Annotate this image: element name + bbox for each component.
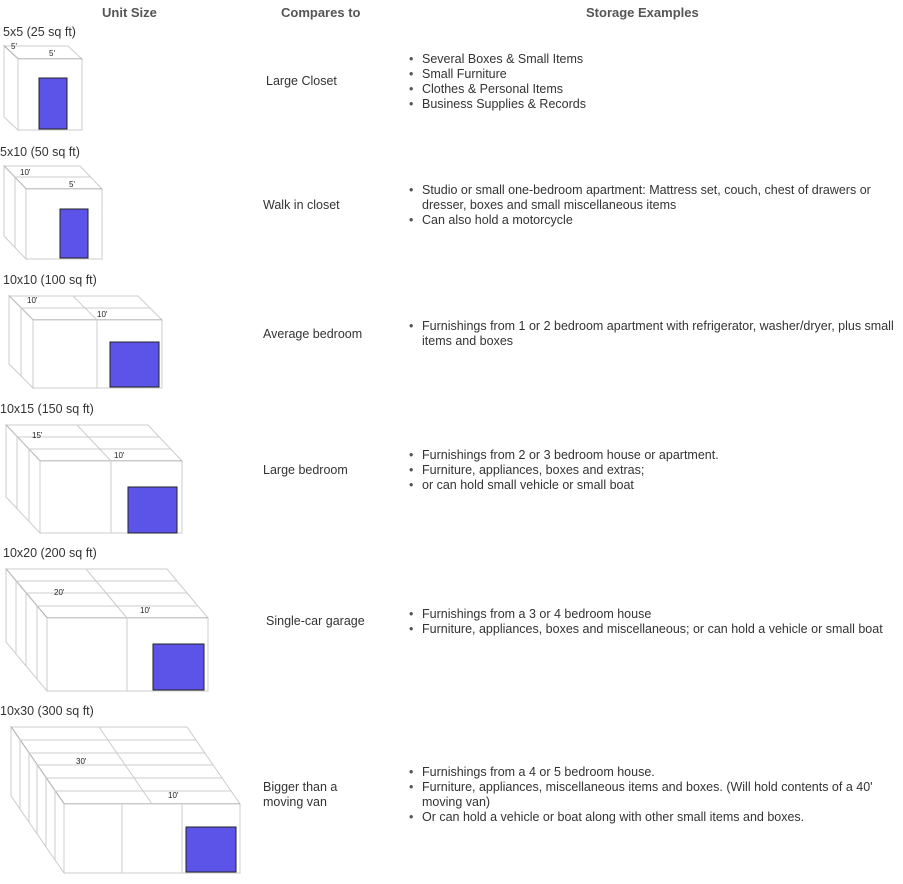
examples-5x10: Studio or small one-bedroom apartment: M… bbox=[408, 183, 898, 228]
unit-roof-divider bbox=[98, 726, 153, 805]
unit-label-10x20: 10x20 (200 sq ft) bbox=[3, 546, 97, 560]
width-label: 10' bbox=[140, 606, 151, 615]
example-item: Clothes & Personal Items bbox=[408, 82, 586, 97]
unit-roof-divider bbox=[85, 568, 128, 619]
examples-10x30: Furnishings from a 4 or 5 bedroom house.… bbox=[408, 765, 898, 825]
example-item: Furniture, appliances, boxes and extras; bbox=[408, 463, 898, 478]
width-label: 10' bbox=[168, 791, 179, 800]
unit-diagram-10x15: 15' 10' bbox=[4, 423, 184, 535]
compares-10x15: Large bedroom bbox=[263, 463, 348, 477]
unit-diagram-10x10: 10' 10' bbox=[7, 294, 164, 390]
unit-diagram-10x30: 30' 10' bbox=[10, 725, 241, 875]
compares-10x20: Single-car garage bbox=[266, 614, 365, 628]
depth-label: 30' bbox=[76, 757, 87, 766]
unit-label-10x30: 10x30 (300 sq ft) bbox=[0, 704, 94, 718]
width-label: 10' bbox=[97, 310, 108, 319]
example-item: Furnishings from a 3 or 4 bedroom house bbox=[408, 607, 903, 622]
depth-label: 10' bbox=[20, 168, 31, 177]
example-item: Furniture, appliances, boxes and miscell… bbox=[408, 622, 903, 637]
example-item: or can hold small vehicle or small boat bbox=[408, 478, 898, 493]
width-label: 5' bbox=[49, 49, 55, 58]
unit-door bbox=[59, 208, 89, 259]
unit-diagram-10x20: 20' 10' bbox=[4, 567, 210, 693]
unit-side-wall bbox=[3, 44, 19, 132]
example-item: Furnishings from a 4 or 5 bedroom house. bbox=[408, 765, 898, 780]
header-storage-examples: Storage Examples bbox=[586, 5, 699, 20]
compares-10x30: Bigger than a moving van bbox=[263, 780, 338, 809]
unit-label-10x15: 10x15 (150 sq ft) bbox=[0, 402, 94, 416]
unit-label-5x10: 5x10 (50 sq ft) bbox=[0, 145, 80, 159]
unit-door bbox=[127, 486, 178, 534]
example-item: Furniture, appliances, miscellaneous ite… bbox=[408, 780, 898, 810]
example-item: Furnishings from 1 or 2 bedroom apartmen… bbox=[408, 319, 898, 349]
unit-door bbox=[152, 643, 205, 691]
unit-label-10x10: 10x10 (100 sq ft) bbox=[3, 273, 97, 287]
depth-label: 5' bbox=[11, 42, 17, 51]
compares-10x10: Average bedroom bbox=[263, 327, 363, 341]
examples-10x20: Furnishings from a 3 or 4 bedroom house … bbox=[408, 607, 903, 637]
header-compares-to: Compares to bbox=[281, 5, 361, 20]
unit-roof-divider bbox=[72, 295, 98, 321]
examples-5x5: Several Boxes & Small Items Small Furnit… bbox=[408, 52, 586, 112]
depth-label: 10' bbox=[27, 296, 38, 305]
depth-label: 20' bbox=[54, 588, 65, 597]
unit-door bbox=[109, 341, 160, 388]
width-label: 5' bbox=[69, 180, 75, 189]
examples-10x15: Furnishings from 2 or 3 bedroom house or… bbox=[408, 448, 898, 493]
depth-label: 15' bbox=[32, 431, 43, 440]
example-item: Several Boxes & Small Items bbox=[408, 52, 586, 67]
example-item: Can also hold a motorcycle bbox=[408, 213, 898, 228]
unit-diagram-5x10: 10' 5' bbox=[2, 164, 104, 261]
header-unit-size: Unit Size bbox=[102, 5, 157, 20]
examples-10x10: Furnishings from 1 or 2 bedroom apartmen… bbox=[408, 319, 898, 349]
example-item: Small Furniture bbox=[408, 67, 586, 82]
example-item: Studio or small one-bedroom apartment: M… bbox=[408, 183, 898, 213]
unit-door bbox=[38, 77, 68, 130]
unit-door bbox=[185, 826, 237, 873]
example-item: Furnishings from 2 or 3 bedroom house or… bbox=[408, 448, 898, 463]
compares-5x10: Walk in closet bbox=[263, 198, 340, 212]
compares-5x5: Large Closet bbox=[266, 74, 337, 88]
unit-diagram-5x5: 5' 5' bbox=[2, 42, 84, 132]
unit-roof-divider bbox=[76, 424, 112, 462]
example-item: Or can hold a vehicle or boat along with… bbox=[408, 810, 898, 825]
width-label: 10' bbox=[114, 451, 125, 460]
unit-label-5x5: 5x5 (25 sq ft) bbox=[3, 25, 76, 39]
example-item: Business Supplies & Records bbox=[408, 97, 586, 112]
